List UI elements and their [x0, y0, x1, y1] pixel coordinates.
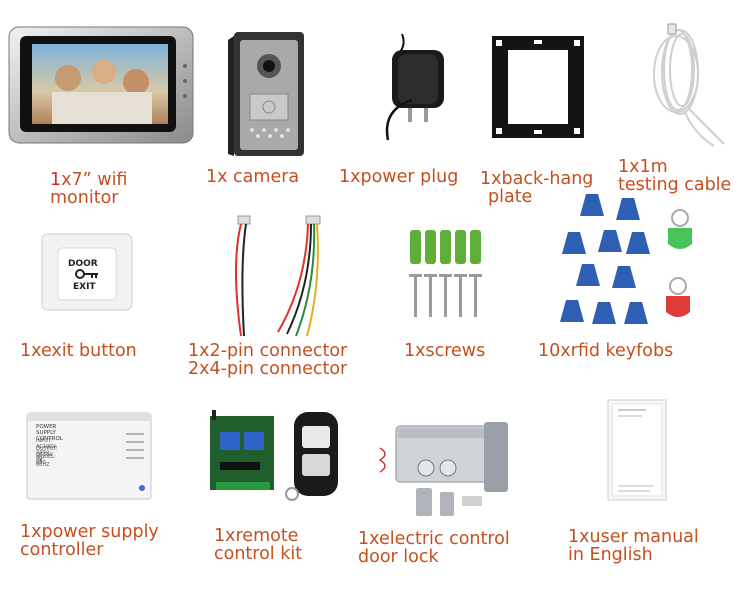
connectors-image — [222, 212, 332, 340]
testing-cable-caption: 1x1m testing cable — [618, 157, 732, 195]
monitor-caption: 1x7” wifi monitor — [50, 171, 127, 207]
exit-button-label-top: DOOR — [68, 259, 98, 269]
user-manual-caption: 1xuser manual in English — [568, 527, 699, 565]
back-hang-plate-image — [488, 32, 588, 142]
camera-image — [226, 26, 308, 158]
electric-door-lock-caption: 1xelectric control door lock — [358, 529, 510, 567]
caption-line-1: 1x7” wifi — [50, 170, 128, 190]
camera-caption: 1x camera — [206, 167, 300, 187]
back-hang-plate-caption: 1xback-hang plate — [480, 169, 594, 207]
power-supply-caption: 1xpower supply controller — [20, 522, 159, 560]
connectors-caption: 1x2-pin connector 2x4-pin connector — [188, 341, 348, 379]
electric-door-lock-image — [376, 418, 516, 522]
rfid-keyfobs-image — [546, 190, 706, 340]
power-plug-caption: 1xpower plug — [339, 167, 459, 187]
power-supply-spec-1: INPUT: AC100V-240V 50-60HZ — [36, 438, 58, 468]
exit-button-caption: 1xexit button — [20, 341, 137, 361]
monitor-image — [8, 26, 194, 144]
power-supply-title: POWER SUPPLY CONTROL — [36, 424, 63, 442]
remote-control-kit-caption: 1xremote control kit — [214, 526, 303, 564]
power-supply-image — [26, 412, 152, 500]
screws-image — [406, 226, 486, 322]
exit-button-image — [40, 232, 134, 312]
caption-line-2: monitor — [50, 188, 119, 208]
screws-caption: 1xscrews — [404, 341, 486, 361]
power-supply-spec-3: MODEL: K80 — [36, 454, 56, 466]
user-manual-image — [604, 396, 670, 504]
exit-button-label-bottom: EXIT — [73, 282, 96, 292]
rfid-keyfobs-caption: 10xrfid keyfobs — [538, 341, 674, 361]
power-plug-image — [372, 30, 458, 142]
remote-control-kit-image — [202, 402, 346, 506]
power-supply-spec-2: OUTPUT: DC12V 3A — [36, 446, 58, 464]
testing-cable-image — [628, 20, 732, 152]
